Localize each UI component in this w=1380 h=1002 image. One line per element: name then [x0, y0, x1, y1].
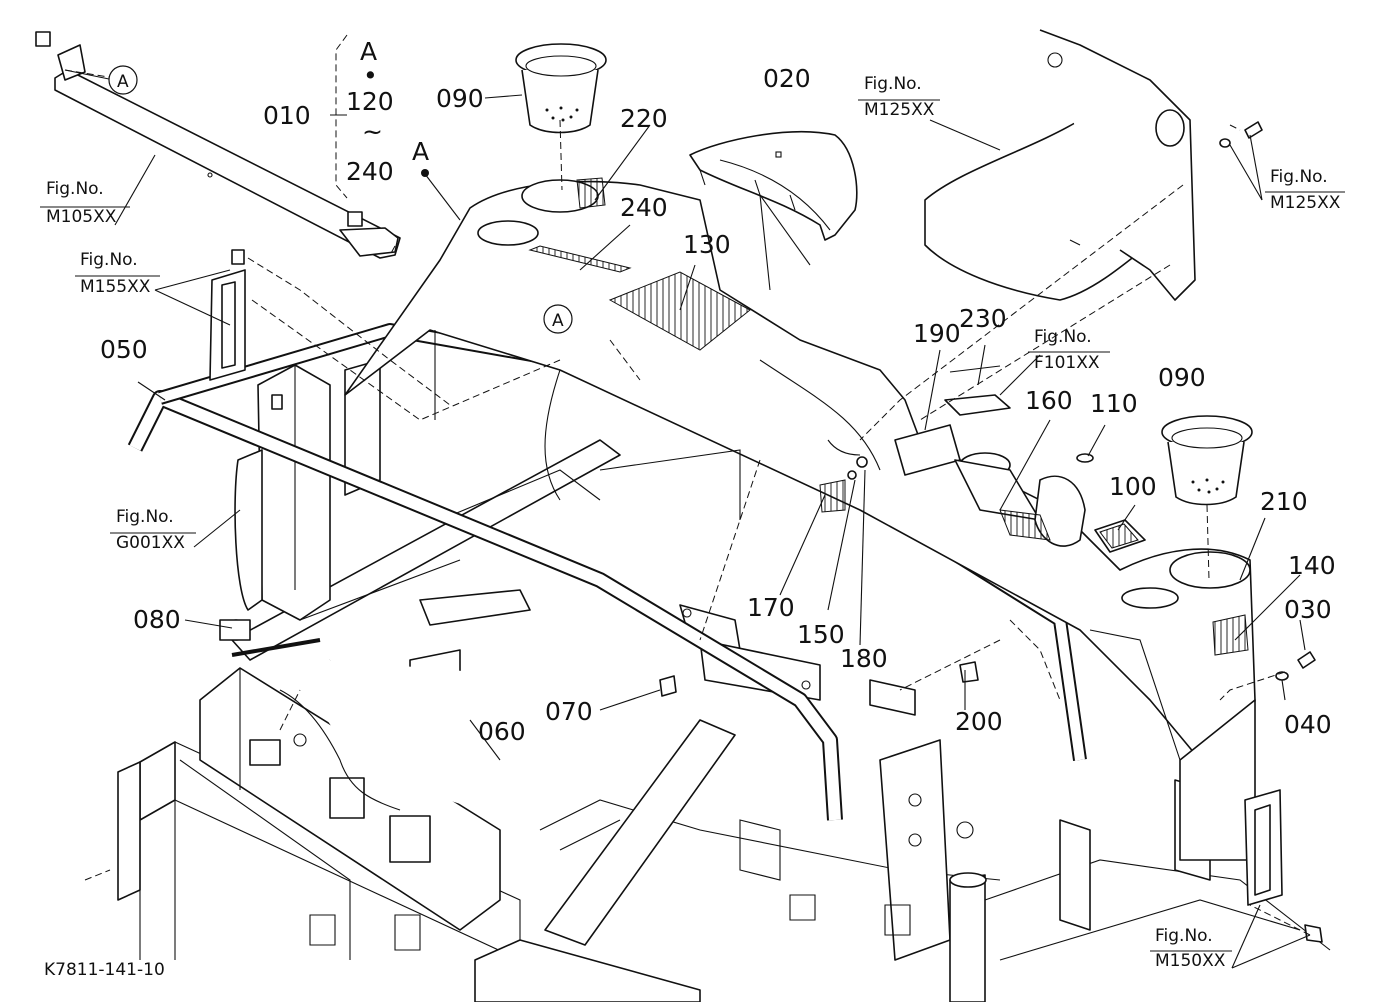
callout-090-left: 090: [436, 84, 484, 113]
marker-circle-a-mid: A: [543, 304, 573, 334]
fig-ref-line2: M150XX: [1155, 951, 1226, 971]
fig-ref-line1: Fig.No.: [1270, 167, 1328, 187]
callout-240-top: 240: [620, 193, 668, 222]
marker-circle-a-top: A: [108, 65, 138, 95]
fig-ref-m150: Fig.No. M150XX: [1150, 926, 1232, 971]
cover-020: [689, 130, 858, 241]
callout-080: 080: [133, 605, 181, 634]
fig-ref-m105: Fig.No. M105XX: [40, 179, 130, 227]
cup-holder-090-left: [515, 43, 607, 134]
callout-200: 200: [955, 707, 1003, 736]
variant-mid: 120: [346, 87, 394, 116]
callout-210: 210: [1260, 487, 1308, 516]
callout-100: 100: [1109, 472, 1157, 501]
callout-180: 180: [840, 644, 888, 673]
callout-160: 160: [1025, 386, 1073, 415]
variant-dot: •: [363, 61, 378, 90]
fig-ref-line1: Fig.No.: [80, 250, 138, 270]
callout-140: 140: [1288, 551, 1336, 580]
drawing-id: K7811-141-10: [44, 960, 165, 980]
marker-a-dot: A: [412, 137, 429, 177]
dash-panel: [344, 179, 1256, 861]
leader-lines: [64, 69, 1311, 969]
fig-ref-line2: M125XX: [1270, 193, 1341, 213]
harness-060: [231, 638, 671, 814]
callout-220: 220: [620, 104, 668, 133]
callout-040: 040: [1284, 710, 1332, 739]
marker-letter: A: [412, 137, 429, 166]
dashed-guides: [64, 69, 1311, 936]
callout-110: 110: [1090, 389, 1138, 418]
callout-170: 170: [747, 593, 795, 622]
fig-ref-m125-right: Fig.No. M125XX: [1265, 167, 1345, 213]
variant-bottom: 240: [346, 157, 394, 186]
variant-bracket: A • 120 ~ 240: [335, 34, 394, 199]
fig-ref-line1: Fig.No.: [1155, 926, 1213, 946]
fig-ref-line1: Fig.No.: [1034, 327, 1092, 347]
callout-020: 020: [763, 64, 811, 93]
part-callouts: 010 020 030 040 050 060 070 080 090 090 …: [100, 64, 1336, 746]
fig-ref-line1: Fig.No.: [46, 179, 104, 199]
fig-ref-f101: Fig.No. F101XX: [1028, 327, 1110, 373]
fig-ref-line2: F101XX: [1034, 353, 1100, 373]
callout-050: 050: [100, 335, 148, 364]
marker-letter: A: [117, 72, 129, 92]
hinge-m155: [209, 249, 246, 381]
fig-ref-g001: Fig.No. G001XX: [110, 507, 196, 553]
fig-ref-m125-top: Fig.No. M125XX: [858, 74, 940, 120]
fender-cover: [924, 29, 1196, 301]
small-parts: [219, 121, 1316, 697]
callout-190: 190: [913, 319, 961, 348]
callout-060: 060: [478, 717, 526, 746]
fig-ref-line2: M155XX: [80, 277, 151, 297]
marker-letter: A: [552, 311, 564, 331]
hinge-m150: [1244, 789, 1323, 943]
callout-150: 150: [797, 620, 845, 649]
fig-ref-line1: Fig.No.: [116, 507, 174, 527]
fig-ref-m155: Fig.No. M155XX: [75, 250, 160, 297]
callout-070: 070: [545, 697, 593, 726]
variant-top: A: [360, 37, 377, 66]
link-bar-m105: [35, 31, 401, 259]
callout-130: 130: [683, 230, 731, 259]
cup-holder-090-right: [1161, 415, 1253, 506]
callout-030: 030: [1284, 595, 1332, 624]
fig-ref-line2: M105XX: [46, 207, 117, 227]
chassis-frame: [117, 667, 1331, 1002]
callout-090-right: 090: [1158, 363, 1206, 392]
callout-230: 230: [959, 304, 1007, 333]
fig-ref-line2: G001XX: [116, 533, 185, 553]
fig-ref-line1: Fig.No.: [864, 74, 922, 94]
fig-ref-line2: M125XX: [864, 100, 935, 120]
callout-010: 010: [263, 101, 311, 130]
variant-tilde: ~: [362, 117, 383, 146]
